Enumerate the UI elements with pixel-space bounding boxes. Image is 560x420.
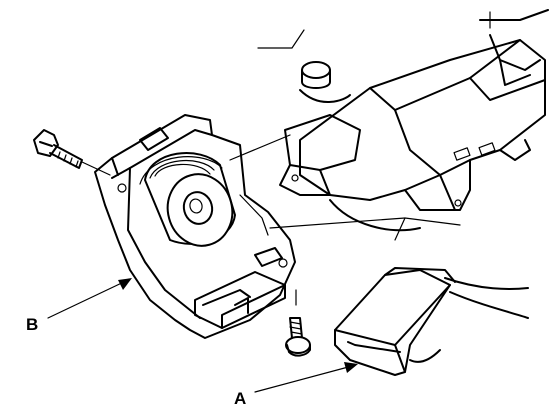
callout-b: B (26, 278, 132, 334)
callout-label-b: B (26, 315, 38, 334)
upper-screw (33, 129, 111, 176)
steering-column-assembly (257, 9, 549, 241)
callout-a: A (234, 362, 358, 408)
connector-part-a (334, 267, 529, 376)
callout-label-a: A (234, 389, 246, 408)
switch-rotor (139, 152, 269, 247)
lower-screw (285, 289, 311, 357)
leader-line-mid (269, 217, 461, 229)
leader-line-upper (229, 134, 291, 161)
